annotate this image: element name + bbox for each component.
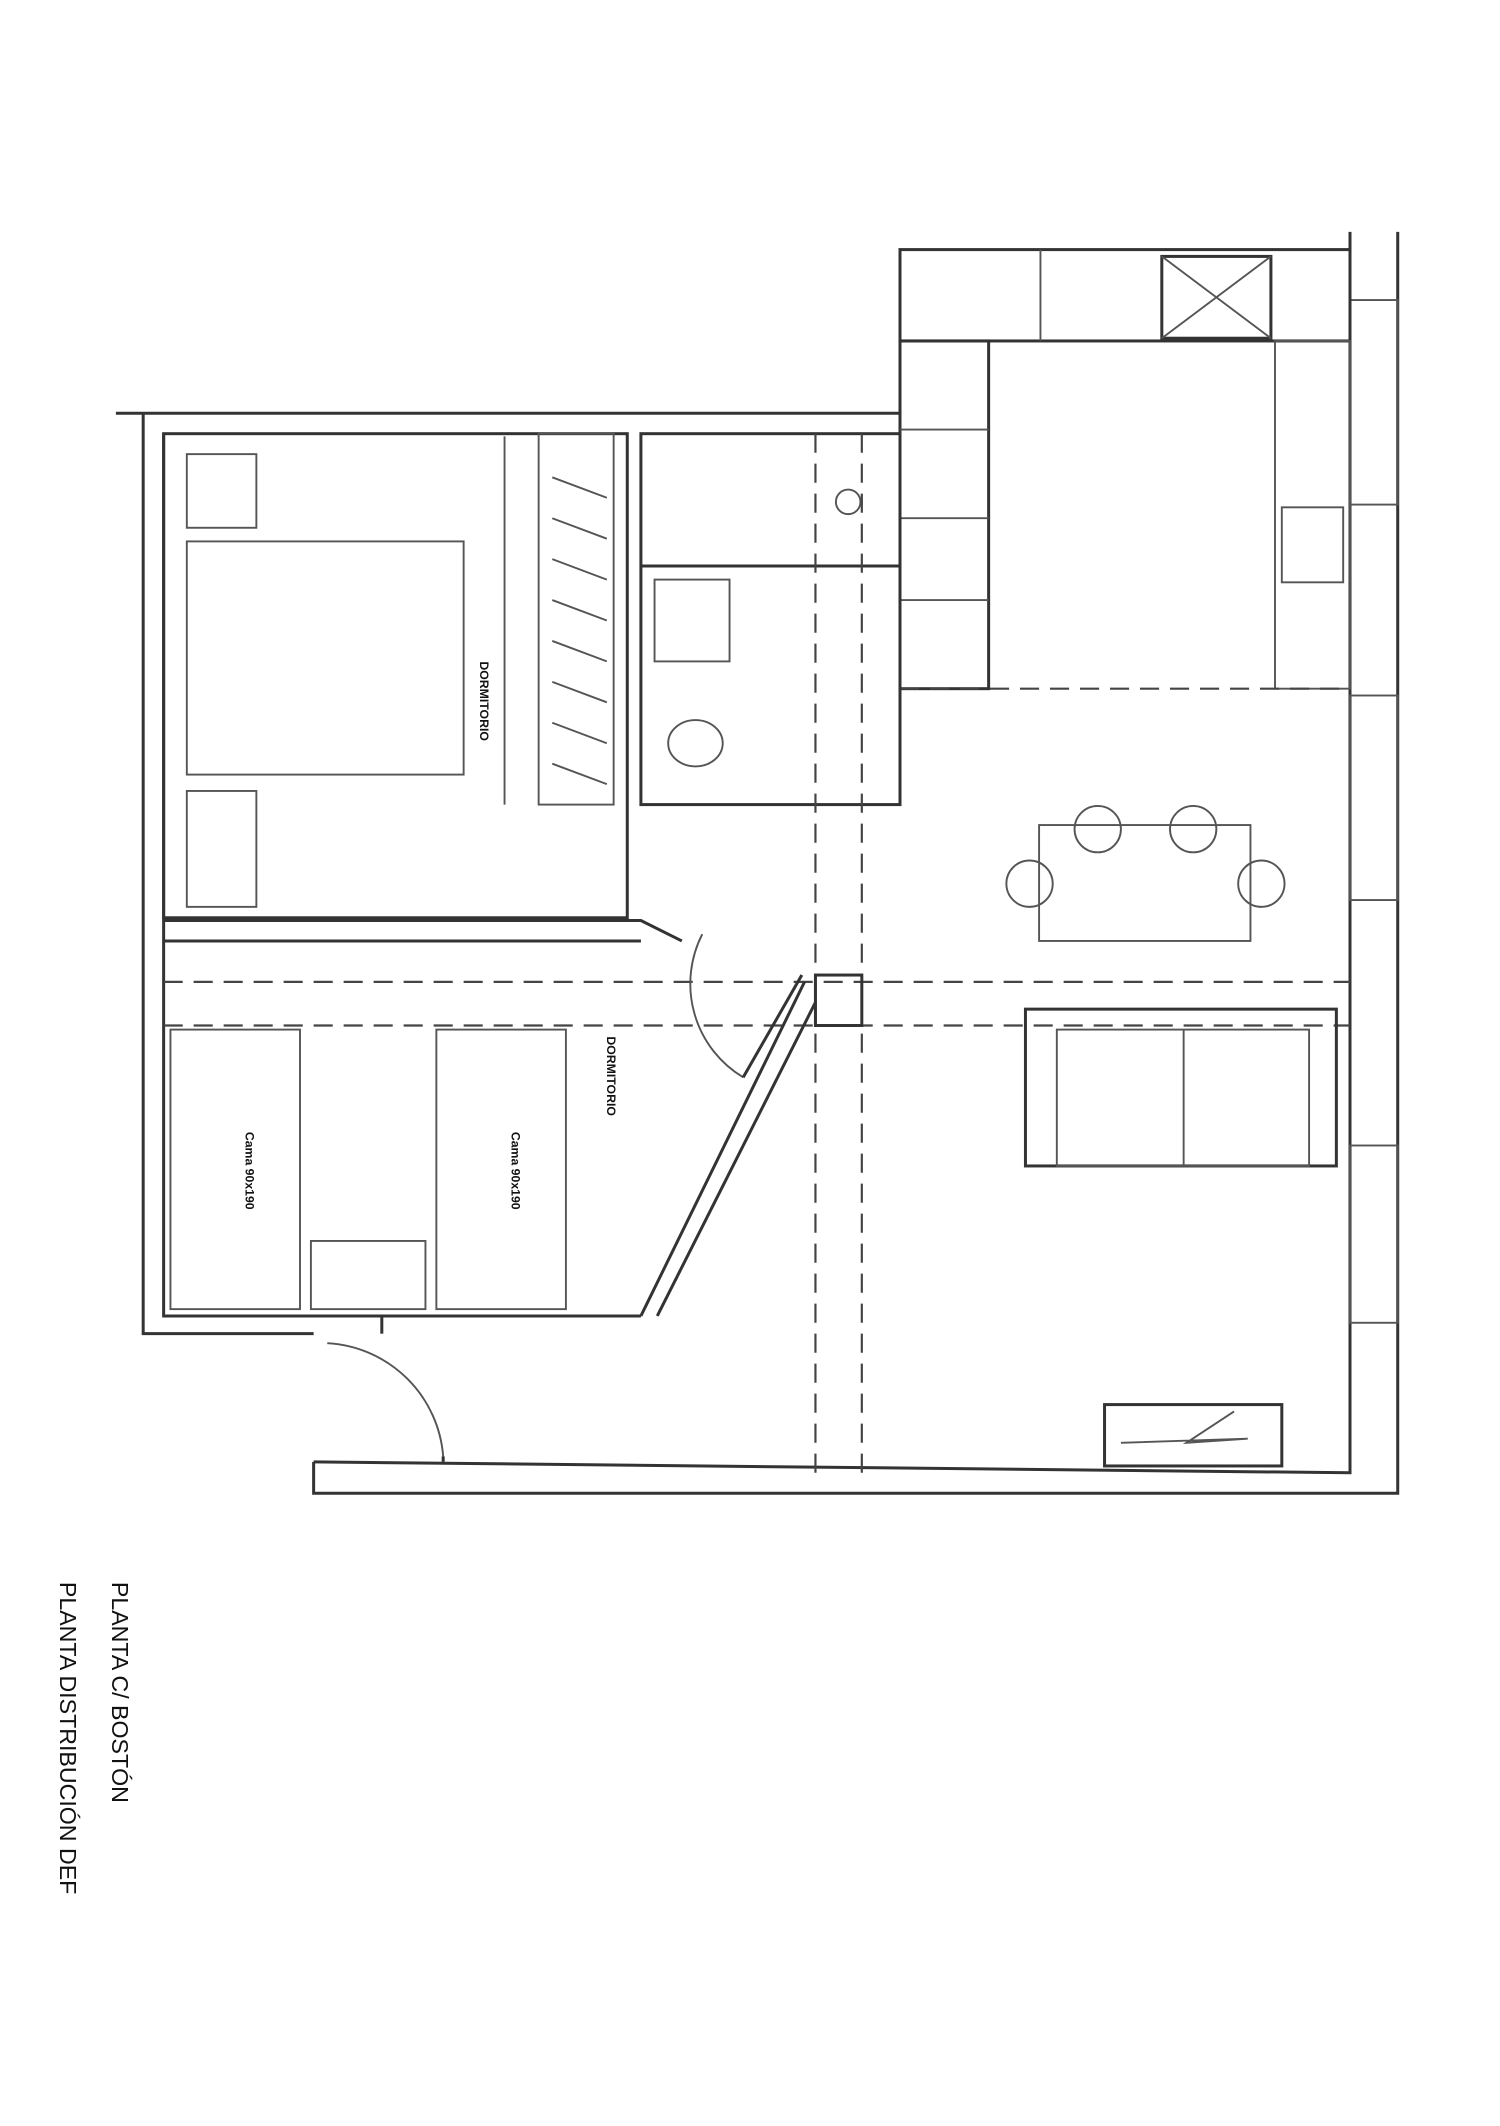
chair — [1169, 804, 1218, 854]
bedroom-1: DORMITORIO — [162, 432, 629, 920]
title-line-2: PLANTA DISTRIBUCIÓN DEF — [55, 1582, 81, 1894]
bed-label: Cama 90x190 — [508, 1132, 522, 1210]
nightstand — [185, 453, 258, 529]
chair — [1005, 859, 1054, 908]
fireplace — [1103, 1403, 1284, 1468]
entrance — [327, 1342, 445, 1462]
title-line-1: PLANTA C/ BOSTÓN — [107, 1582, 133, 1803]
washbasin-icon — [834, 488, 862, 516]
single-bed — [435, 1028, 567, 1311]
nightstand — [185, 789, 258, 908]
living-dining — [1005, 804, 1338, 1468]
entry-door-swing[interactable] — [327, 1342, 445, 1457]
bathroom — [639, 432, 902, 807]
sofa — [1023, 1007, 1338, 1168]
dining-table — [1038, 824, 1252, 942]
toilet-icon — [667, 719, 724, 768]
sink-icon — [653, 578, 731, 663]
door-swing[interactable] — [689, 933, 744, 1079]
double-bed — [185, 540, 465, 776]
corridor — [163, 433, 1350, 1473]
bed-label: Cama 90x190 — [242, 1132, 256, 1210]
single-bed — [169, 1028, 301, 1311]
room-label-bedroom-1: DORMITORIO — [477, 661, 491, 741]
kitchen — [898, 248, 1352, 691]
room-label-bedroom-2: DORMITORIO — [604, 1036, 618, 1116]
nightstand — [309, 1240, 427, 1311]
wardrobe-hangers — [551, 476, 608, 786]
column — [813, 973, 864, 1027]
outer-walls — [115, 231, 1400, 1495]
wardrobe — [537, 432, 615, 806]
plan-title: PLANTA C/ BOSTÓN PLANTA DISTRIBUCIÓN DEF — [55, 1582, 133, 1894]
cooktop-icon — [1160, 254, 1273, 340]
chair — [1237, 859, 1286, 908]
chair — [1073, 804, 1122, 854]
bedroom-2: Cama 90x190 Cama 90x190 DORMITORIO — [169, 1028, 618, 1311]
